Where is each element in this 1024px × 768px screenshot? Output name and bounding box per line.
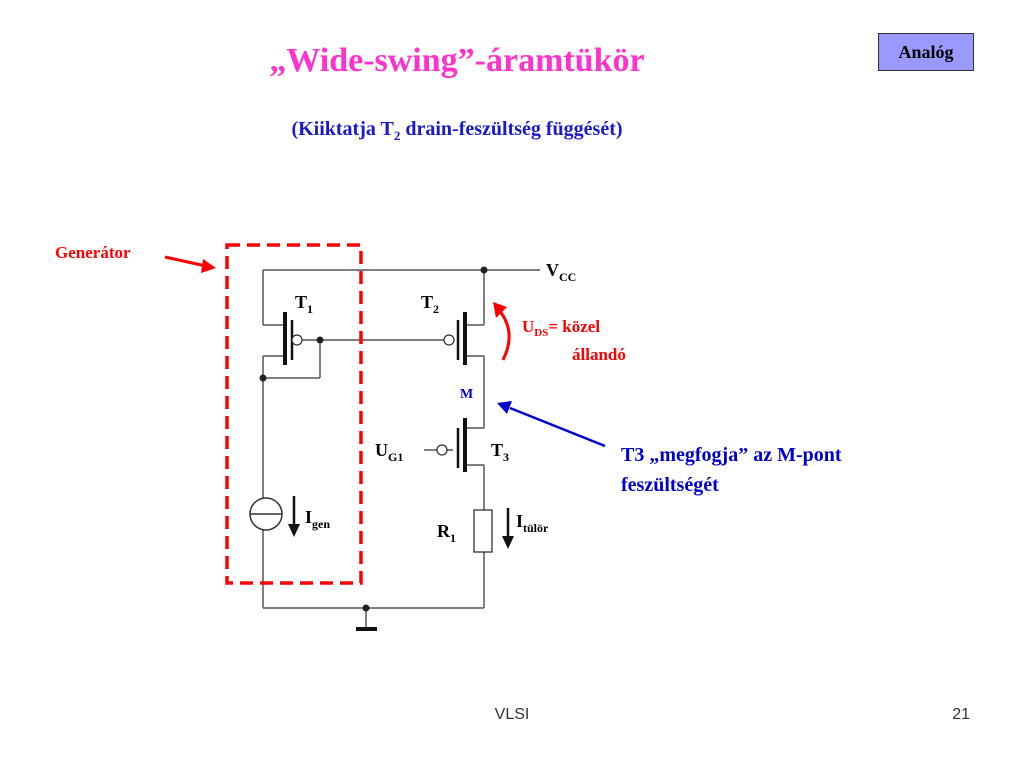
uds-line2: állandó — [572, 345, 626, 364]
t2-label: T2 — [421, 292, 439, 316]
uds-main: U — [522, 317, 534, 336]
igen-label: Igen — [305, 507, 330, 531]
analog-badge: Analóg — [878, 33, 974, 71]
footer-vlsi: VLSI — [494, 706, 530, 723]
resistor-r1 — [473, 509, 493, 553]
generator-box — [225, 243, 363, 585]
r1-sub: 1 — [450, 531, 456, 545]
ug1-main: U — [375, 440, 388, 460]
igen-sub: gen — [312, 517, 330, 531]
subtitle-sub: 2 — [393, 128, 401, 143]
igen-main: I — [305, 507, 312, 527]
t3-label: T3 — [491, 440, 509, 464]
slide-subtitle: (Kiiktatja T2 drain-feszültség függését) — [0, 118, 914, 144]
uds-label: UDS= közel — [522, 317, 600, 339]
slide-title: „Wide-swing”-áramtükör — [269, 42, 645, 79]
r1-main: R — [437, 521, 451, 541]
junction-dots — [259, 266, 488, 612]
annotation-line1: T3 „megfogja” az M-pont — [621, 444, 842, 466]
uds-sub: DS — [534, 327, 548, 339]
generator-label: Generátor — [55, 243, 131, 262]
annotation-line2: feszültségét — [621, 474, 719, 496]
itulor-sub: tülör — [523, 521, 549, 535]
vcc-main: V — [546, 260, 559, 280]
uds-line1: = közel — [548, 317, 600, 336]
vcc-label: VCC — [546, 260, 576, 284]
itulor-label: Itülör — [516, 511, 549, 535]
t2-main: T — [421, 292, 433, 312]
itulor-main: I — [516, 511, 523, 531]
t2-sub: 2 — [433, 302, 439, 316]
current-arrow-igen — [288, 496, 300, 537]
page-number: 21 — [952, 706, 970, 723]
vcc-sub: CC — [559, 270, 576, 284]
wires — [262, 269, 540, 628]
t1-sub: 1 — [307, 302, 313, 316]
ug1-label: UG1 — [375, 440, 403, 464]
t3-sub: 3 — [503, 450, 509, 464]
subtitle-prefix: (Kiiktatja T — [291, 118, 394, 140]
ug1-sub: G1 — [388, 450, 403, 464]
current-arrow-itulor — [502, 508, 514, 549]
transistor-t3 — [436, 418, 467, 472]
current-source-icon — [249, 497, 283, 531]
transistor-t1 — [283, 312, 303, 365]
m-point-label: M — [460, 387, 473, 402]
t1-label: T1 — [295, 292, 313, 316]
t1-main: T — [295, 292, 307, 312]
transistor-t2 — [443, 312, 467, 365]
r1-label: R1 — [437, 521, 456, 545]
t3-main: T — [491, 440, 503, 460]
subtitle-suffix: drain-feszültség függését) — [400, 118, 623, 140]
uds-curved-arrow — [493, 302, 511, 361]
annotation-arrow — [497, 401, 606, 448]
generator-arrow — [164, 255, 216, 273]
